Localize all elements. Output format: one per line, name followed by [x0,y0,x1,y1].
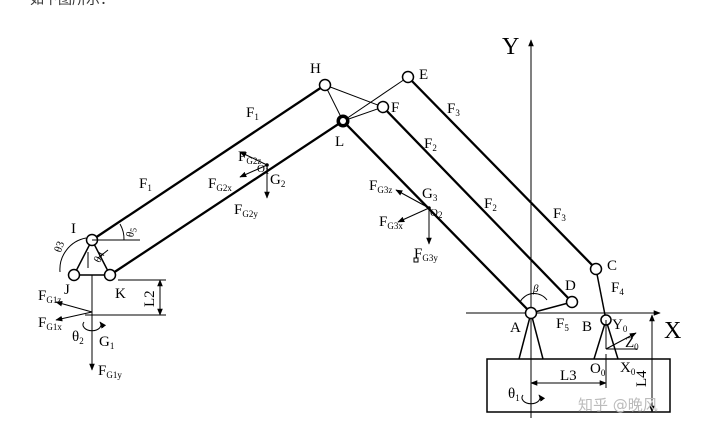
joint-d [565,295,579,309]
label-l4: L4 [634,370,650,387]
label-a: A [510,320,521,336]
link-l-f [342,106,384,122]
link-f1-upper [91,84,326,241]
label-theta5: θ5 [124,226,139,238]
arrow-fg3z [395,189,430,209]
link-l-e [342,76,409,122]
theta1-arc [521,394,546,405]
label-i: I [71,221,76,237]
link-f2-lower [342,120,532,314]
label-f1-bottom: F1 [139,176,152,193]
label-j: J [64,282,70,298]
link-f1-lower [109,120,344,276]
label-g3: G3 [422,186,438,203]
label-fg1x: FG1x [38,315,62,332]
label-o0: O0 [590,361,606,378]
arrow-fg2x [239,164,268,178]
label-e: E [419,67,428,83]
joint-j [67,268,81,282]
label-f1-top: F1 [246,105,259,122]
theta2-arc [82,321,107,332]
joint-h [318,78,332,92]
label-b: B [582,319,592,335]
label-o1: O1 [257,163,269,176]
base-block [486,358,671,413]
label-f2-top: F2 [424,136,437,153]
label-fg3x: FG3x [379,214,403,231]
label-theta1: θ1 [508,386,520,403]
beta-arc [519,293,548,303]
label-l2: L2 [142,290,158,307]
joint-k [103,268,117,282]
label-l3: L3 [560,368,577,384]
link-h-l [324,84,344,122]
label-beta: β [532,283,539,295]
link-i-k [91,239,111,276]
link-f3 [407,76,597,270]
joint-e [401,70,415,84]
label-x0: X0 [620,360,636,377]
label-d: D [565,278,576,294]
link-f2-upper [382,106,573,303]
label-g2: G2 [270,172,285,189]
label-theta3: θ3 [52,239,67,254]
label-f: F [391,100,399,116]
joint-a [524,306,538,320]
label-g1: G1 [99,334,114,351]
header-text: 如下图所示： [30,0,114,8]
arrow-fg2z [239,151,268,166]
link-i-j [73,239,93,276]
label-c: C [607,258,617,274]
label-f4: F4 [611,280,624,297]
x-axis-label: X [664,318,681,344]
label-l: L [335,134,344,150]
label-fg2x: FG2x [208,176,232,193]
label-fg1z: FG1z [38,288,61,305]
joint-c [589,262,603,276]
label-fg3z: FG3z [369,178,392,195]
label-fg3y: FG3y [414,246,438,263]
arrow-fg1x [55,311,93,322]
watermark: 知乎 @晚风 [578,396,658,414]
arrow-fg1z [55,300,93,313]
arrow-fg3x [397,207,430,223]
label-k: K [115,286,126,302]
label-f2-bottom: F2 [484,196,497,213]
label-h: H [310,61,321,77]
label-fg1y: FG1y [98,363,122,380]
label-f3-bottom: F3 [553,206,566,223]
link-f4 [595,268,607,321]
label-fg2y: FG2y [234,202,258,219]
label-z0: Z0 [625,335,639,352]
link-f5 [530,301,573,314]
label-f5: F5 [556,316,569,333]
label-fg2z: FG2z [238,149,261,166]
y-axis-label: Y [502,34,519,60]
link-h-f [324,84,384,108]
arrow-z0 [605,332,637,350]
theta3-arc [59,237,87,273]
label-f3-top: F3 [447,101,460,118]
joint-f [376,100,390,114]
label-o2: O2 [430,207,442,220]
label-theta2: θ2 [72,329,84,346]
label-y0: Y0 [612,317,628,334]
